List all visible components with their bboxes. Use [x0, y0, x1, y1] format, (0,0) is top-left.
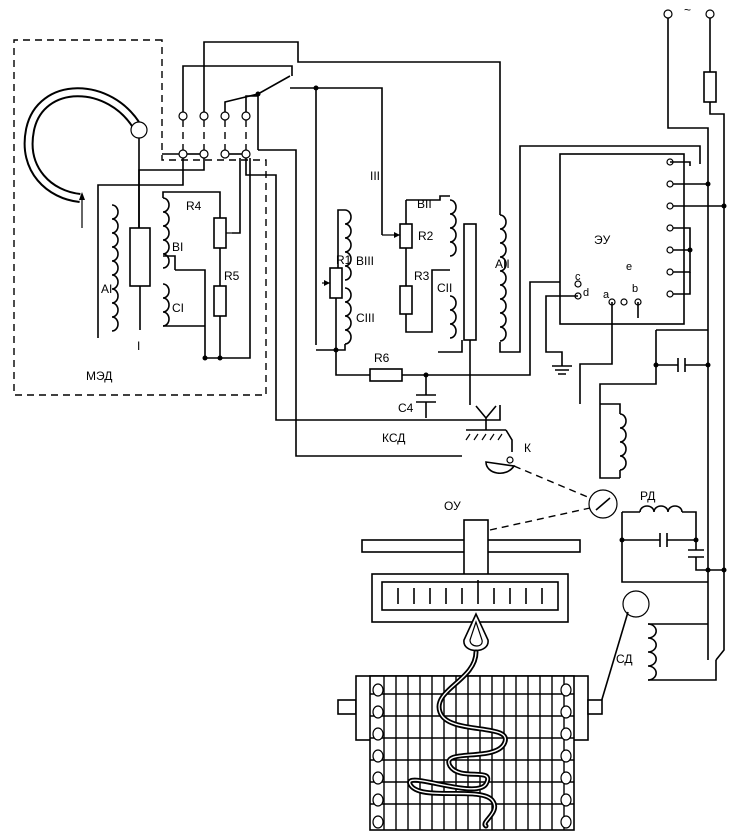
label-CII: CII [437, 281, 452, 295]
label-BIII: BIII [356, 254, 374, 268]
label-CI: CI [172, 301, 184, 315]
label-AII: AII [495, 257, 510, 271]
motor-winding [489, 403, 627, 531]
recorder-drum [337, 649, 603, 831]
block-I: I [129, 227, 151, 353]
coil-BI: BI [162, 197, 183, 269]
label-CIII: CIII [356, 311, 375, 325]
label-R2: R2 [418, 229, 434, 243]
label-eu-e: e [626, 261, 632, 273]
power-input: ~ [663, 3, 725, 661]
label-ksd: КСД [382, 431, 405, 445]
label-ou: ОУ [444, 499, 461, 513]
label-eu-a: a [603, 289, 610, 301]
rd-motor: РД [619, 489, 727, 583]
indicator-unit: ОУ [361, 499, 581, 652]
contact-K: К [485, 441, 591, 499]
coil-AI: AI [97, 195, 119, 338]
label-block-i: I [137, 339, 140, 353]
label-C4: C4 [398, 401, 414, 415]
label-rd: РД [640, 489, 655, 503]
label-R5: R5 [224, 269, 240, 283]
label-block-iii: III [370, 169, 380, 183]
bourdon-tube [23, 87, 148, 228]
core-II [463, 223, 477, 341]
resistor-R3: R3 [399, 269, 430, 315]
coil-CI: CI [162, 283, 184, 327]
label-R6: R6 [374, 351, 390, 365]
eu-block: ЭУ e c d a b [559, 153, 685, 325]
resistor-R2: R2 [382, 223, 434, 249]
label-eu-b: b [632, 283, 638, 295]
eu-wiring [545, 161, 727, 479]
resistor-R4: R4 [186, 199, 232, 249]
label-BII: BII [417, 197, 432, 211]
terminal-strip-top [162, 111, 251, 159]
label-med: МЭД [86, 369, 112, 383]
ksd-wiring: R6 C4 КСД [316, 145, 701, 445]
label-BI: BI [172, 240, 183, 254]
sd-motor: СД [599, 590, 717, 707]
med-enclosure [13, 39, 267, 396]
label-sd: СД [616, 652, 633, 666]
label-eu-c: c [575, 271, 581, 283]
label-k: К [524, 441, 531, 455]
coil-AII: AII [495, 214, 510, 342]
med-wiring [97, 158, 251, 361]
top-wiring [182, 41, 501, 457]
mechanical-ground [465, 405, 513, 452]
label-R3: R3 [414, 269, 430, 283]
coil-BIII: BIII [344, 209, 374, 281]
label-ac: ~ [684, 3, 691, 17]
label-R4: R4 [186, 199, 202, 213]
coil-CII: CII [437, 281, 457, 339]
coil-CIII: CIII [344, 287, 375, 345]
label-eu: ЭУ [594, 233, 611, 247]
label-AI: AI [101, 282, 112, 296]
resistor-R1: R1 [322, 253, 352, 299]
resistor-R5: R5 [213, 269, 240, 317]
label-eu-d: d [583, 287, 589, 299]
coil-BII: BII [417, 197, 457, 257]
label-R1: R1 [336, 253, 352, 267]
